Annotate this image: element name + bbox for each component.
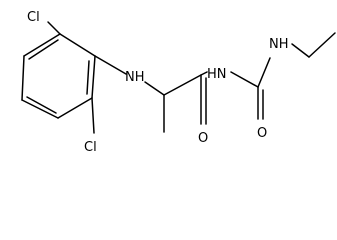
- bond-ethyl: [308, 32, 336, 58]
- bond-ch-carbonyl: [163, 74, 202, 96]
- bond-nh-urea-carbon: [230, 71, 259, 88]
- atom-o-amide: O: [198, 131, 208, 146]
- atom-o-urea: O: [257, 126, 267, 141]
- ring-double-bond: [86, 60, 90, 95]
- ring-bond: [57, 97, 93, 119]
- ring-bond: [21, 55, 25, 101]
- ring-double-bond: [26, 96, 57, 114]
- ring-bond: [23, 33, 61, 57]
- ring-bond: [21, 99, 59, 119]
- ring-bond: [91, 55, 96, 99]
- atom-nh-urea: NH: [269, 37, 289, 52]
- ring-bond: [59, 33, 96, 57]
- bond-carbonyl-nh: [200, 71, 208, 76]
- atom-cl-bottom: Cl: [84, 140, 97, 155]
- chemical-structure: Cl NH Cl HN O NH O: [21, 10, 336, 155]
- bond-nh-ch: [144, 81, 165, 96]
- ring-double-bond: [28, 39, 59, 60]
- bond-nh-ethyl: [291, 43, 310, 58]
- bond-ring-cl-bottom: [91, 97, 95, 134]
- bond-ring-cl-top: [47, 21, 61, 35]
- bond-ring-nh: [94, 55, 127, 75]
- atom-cl-top: Cl: [27, 10, 40, 25]
- atom-nh-amine: NH: [125, 70, 145, 85]
- bond-urea-c-nh: [257, 57, 271, 88]
- benzene-ring: [21, 33, 96, 119]
- atom-nh-amide: HN: [207, 67, 227, 82]
